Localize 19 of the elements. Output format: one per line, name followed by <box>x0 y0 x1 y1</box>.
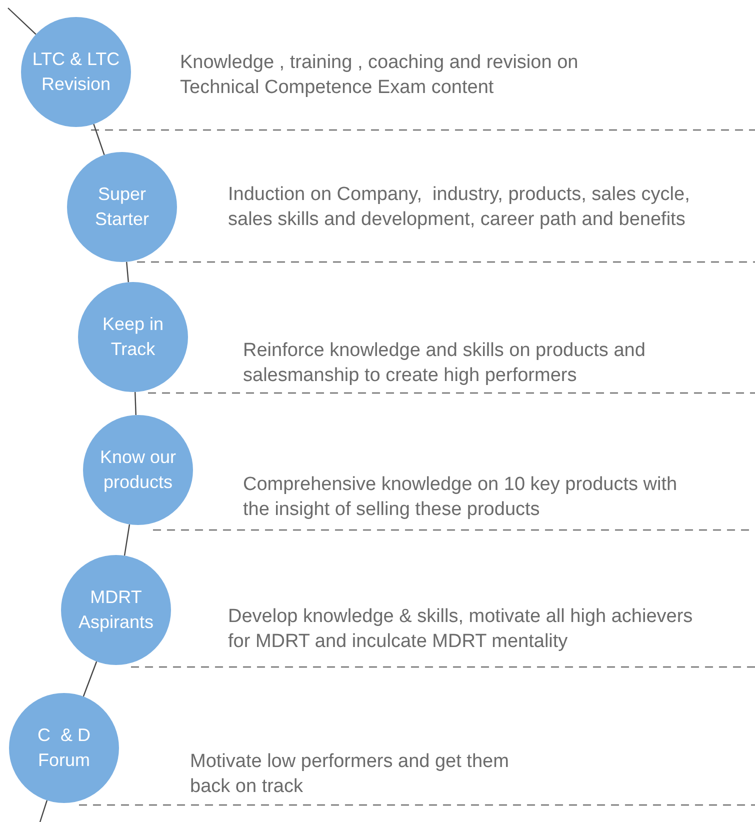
description-text: Reinforce knowledge and skills on products and salesmanship to create high performers <box>243 339 646 388</box>
description-text: Induction on Company, industry, products, sales cycle, sales skills and development, career path and benefits <box>228 183 691 232</box>
connector-line <box>124 524 130 556</box>
stage-label: Know our products <box>98 446 178 494</box>
description-text: Comprehensive knowledge on 10 key products with the insight of selling these products <box>243 473 678 522</box>
description-text: Develop knowledge & skills, motivate all high achievers for MDRT and inculcate MDRT mentality <box>228 605 694 654</box>
stage-label: MDRT Aspirants <box>77 586 155 634</box>
connector-line <box>39 800 48 822</box>
connector-line <box>126 262 129 282</box>
stage-label: C & D Forum <box>36 724 92 772</box>
stage-label: Keep in Track <box>101 313 165 361</box>
connector-line <box>134 392 136 416</box>
connector-line <box>93 124 105 156</box>
stage-label: LTC & LTC Revision <box>31 48 121 96</box>
description-text: Knowledge , training , coaching and revision on Technical Competence Exam content <box>180 51 580 100</box>
description-text: Motivate low performers and get them back on track <box>190 750 510 799</box>
connector-line <box>8 8 36 35</box>
stage-label: Super Starter <box>94 183 150 231</box>
connector-line <box>82 661 98 697</box>
